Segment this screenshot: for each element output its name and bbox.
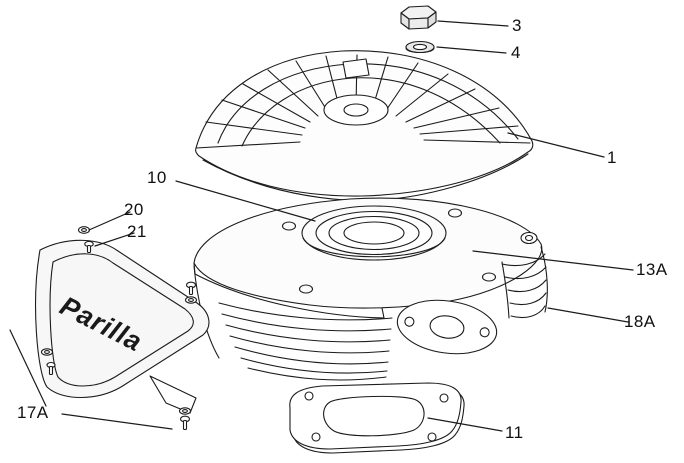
leader-line-10 [175,180,316,222]
side-cover-part-17a-drawing: Parilla [35,239,210,414]
gasket-bolt-holes [304,391,449,442]
exhaust-flange [396,299,498,355]
callout-label-13a: 13A [636,260,668,279]
callout-label-3: 3 [512,16,522,35]
leader-line-20 [88,211,131,231]
barrel-stud-holes [281,208,497,294]
leader-line-18a [547,307,629,323]
cover-fasteners-drawing [40,226,198,431]
cover-screw-middle [184,281,198,304]
leader-line-17a-lower [61,413,173,430]
head-fins [195,54,531,149]
washer-part-4-drawing [405,40,435,54]
head-square-hole [342,58,370,79]
leader-line-3 [437,20,509,27]
leader-line-11 [427,417,503,432]
callout-label-10: 10 [147,168,167,187]
leader-line-1 [507,132,605,158]
barrel-ear-boss [520,231,538,245]
cylinder-head-part-1-drawing [195,50,534,202]
washer-part-20 [77,226,91,234]
base-gasket-part-11-drawing [289,382,465,454]
hex-nut-part-3-drawing [400,5,437,30]
barrel-right-edge [540,246,548,313]
cover-bottom-bracket [149,375,197,414]
leader-line-13a [472,250,634,271]
callout-label-4: 4 [511,43,521,62]
callout-label-1: 1 [607,148,617,167]
leader-line-17a-upper [9,329,47,407]
barrel-right-fins [501,253,547,319]
barrel-front-fins [218,302,393,381]
leader-line-4 [436,46,507,54]
callout-label-18a: 18A [624,312,656,331]
cover-screw-bottom [178,407,192,431]
gasket-center-opening [323,395,425,437]
callout-label-11: 11 [505,423,524,442]
leader-lines [9,20,634,432]
screw-part-21 [84,240,94,254]
callout-label-21: 21 [127,222,147,241]
head-gasket-part-10-drawing [315,210,433,256]
callout-label-17a: 17A [17,403,49,422]
leader-line-21 [94,232,135,247]
callout-label-20: 20 [124,200,144,219]
cover-screw-left [40,348,56,376]
